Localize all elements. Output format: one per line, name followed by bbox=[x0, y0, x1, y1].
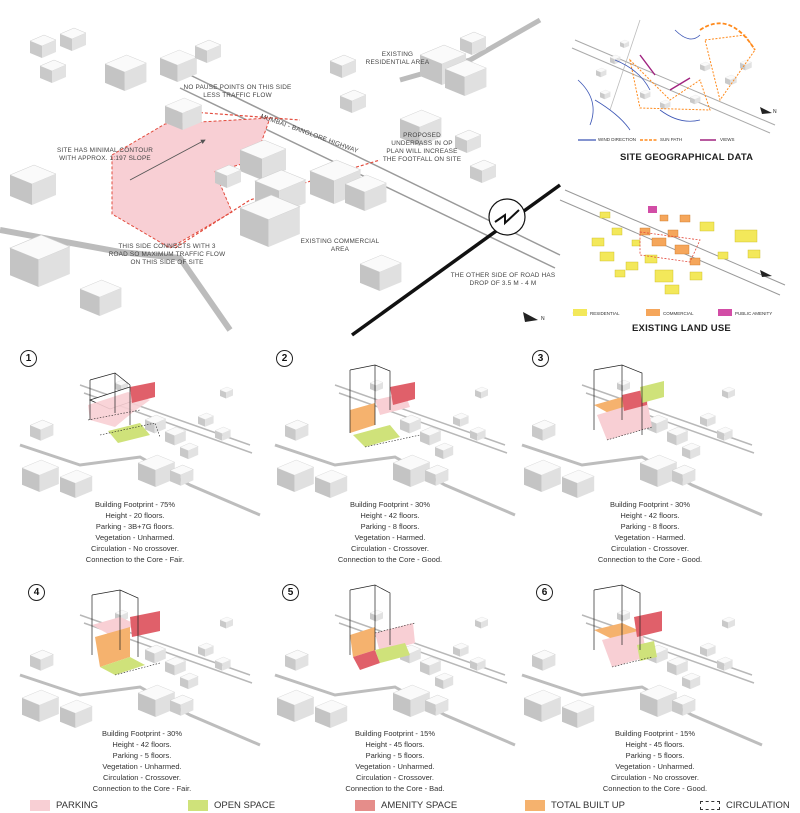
geo-legend-views: VIEWS bbox=[720, 137, 735, 142]
stat-footprint: Building Footprint - 15% bbox=[614, 729, 696, 738]
geo-legend-sun: SUN PATH bbox=[660, 137, 683, 142]
stat-parking: Parking - 8 floors. bbox=[620, 522, 680, 531]
geo-diagram bbox=[571, 19, 776, 141]
stat-circulation: Circulation - Crossover. bbox=[103, 773, 181, 782]
stat-height: Height - 20 floors. bbox=[105, 511, 165, 520]
geo-legend-wind: WIND DIRECTION bbox=[598, 137, 636, 142]
stat-circulation: Circulation - Crossover. bbox=[611, 544, 689, 553]
legend-amenity: AMENITY SPACE bbox=[355, 798, 457, 812]
north-arrow-icon bbox=[523, 312, 538, 322]
stat-parking: Parking - 8 floors. bbox=[360, 522, 420, 531]
stat-parking: Parking - 5 floors. bbox=[112, 751, 172, 760]
stat-footprint: Building Footprint - 75% bbox=[94, 500, 176, 509]
note-road-drop: THE OTHER SIDE OF ROAD HAS DROP OF 3.5 M… bbox=[450, 272, 556, 287]
stat-height: Height - 45 floors. bbox=[365, 740, 425, 749]
option-5-diagram bbox=[275, 584, 515, 745]
legend-built-up-label: TOTAL BUILT UP bbox=[551, 799, 625, 811]
option-1-diagram bbox=[20, 372, 260, 515]
option-3-diagram bbox=[522, 364, 762, 515]
circulation-swatch bbox=[700, 800, 720, 810]
stat-vegetation: Vegetation - Unharmed. bbox=[102, 762, 182, 771]
geo-title: SITE GEOGRAPHICAL DATA bbox=[620, 152, 754, 163]
stat-vegetation: Vegetation - Unharmed. bbox=[615, 762, 695, 771]
built-up-swatch bbox=[525, 799, 545, 811]
option-2-stats: Building Footprint - 30% Height - 42 flo… bbox=[290, 499, 490, 565]
legend-circulation-label: CIRCULATION bbox=[726, 799, 790, 811]
legend-parking-label: PARKING bbox=[56, 799, 99, 811]
stat-core: Connection to the Core - Bad. bbox=[345, 784, 445, 793]
option-3-number: 3 bbox=[532, 350, 549, 367]
landuse-title: EXISTING LAND USE bbox=[632, 323, 731, 334]
note-underpass: PROPOSED UNDERPASS IN OP PLAN WILL INCRE… bbox=[382, 132, 462, 163]
legend-parking: PARKING bbox=[30, 798, 98, 812]
stat-core: Connection to the Core - Fair. bbox=[92, 784, 192, 793]
stat-core: Connection to the Core - Good. bbox=[337, 555, 443, 564]
stat-circulation: Circulation - No crossover. bbox=[91, 544, 179, 553]
stat-height: Height - 42 floors. bbox=[360, 511, 420, 520]
option-3-stats: Building Footprint - 30% Height - 42 flo… bbox=[550, 499, 750, 565]
stat-parking: Parking - 5 floors. bbox=[625, 751, 685, 760]
legend-built-up: TOTAL BUILT UP bbox=[525, 798, 625, 812]
landuse-legend-residential: RESIDENTIAL bbox=[590, 311, 620, 316]
option-1-number: 1 bbox=[20, 350, 37, 367]
legend-circulation: CIRCULATION bbox=[700, 798, 790, 812]
note-contour: SITE HAS MINIMAL CONTOUR WITH APPROX. 1:… bbox=[56, 147, 154, 162]
stat-core: Connection to the Core - Good. bbox=[602, 784, 708, 793]
note-residential: EXISTING RESIDENTIAL AREA bbox=[365, 51, 430, 66]
amenity-swatch bbox=[355, 799, 375, 811]
north-label: N bbox=[541, 316, 545, 322]
option-5-number: 5 bbox=[282, 584, 299, 601]
stat-circulation: Circulation - No crossover. bbox=[611, 773, 699, 782]
option-6-diagram bbox=[522, 584, 762, 745]
road-drop-marker bbox=[350, 183, 562, 337]
stat-height: Height - 42 floors. bbox=[620, 511, 680, 520]
stat-circulation: Circulation - Crossover. bbox=[351, 544, 429, 553]
landuse-legend-commercial: COMMERCIAL bbox=[663, 311, 694, 316]
stat-footprint: Building Footprint - 15% bbox=[354, 729, 436, 738]
stat-height: Height - 45 floors. bbox=[625, 740, 685, 749]
legend-amenity-label: AMENITY SPACE bbox=[381, 799, 458, 811]
stat-footprint: Building Footprint - 30% bbox=[609, 500, 691, 509]
option-2-diagram bbox=[275, 364, 515, 515]
stat-parking: Parking - 3B+7G floors. bbox=[95, 522, 175, 531]
open-space-swatch bbox=[188, 799, 208, 811]
option-6-stats: Building Footprint - 15% Height - 45 flo… bbox=[555, 728, 755, 794]
note-no-pause: NO PAUSE POINTS ON THIS SIDE LESS TRAFFI… bbox=[183, 84, 292, 99]
stat-vegetation: Vegetation - Harmed. bbox=[614, 533, 686, 542]
option-2-number: 2 bbox=[276, 350, 293, 367]
stat-core: Connection to the Core - Fair. bbox=[85, 555, 185, 564]
stat-circulation: Circulation - Crossover. bbox=[356, 773, 434, 782]
stat-core: Connection to the Core - Good. bbox=[597, 555, 703, 564]
landuse-legend-public: PUBLIC AMENITY bbox=[735, 311, 773, 316]
stat-footprint: Building Footprint - 30% bbox=[349, 500, 431, 509]
option-4-number: 4 bbox=[28, 584, 45, 601]
option-5-stats: Building Footprint - 15% Height - 45 flo… bbox=[295, 728, 495, 794]
stat-vegetation: Vegetation - Unharmed. bbox=[95, 533, 175, 542]
geo-north-label: N bbox=[773, 109, 777, 115]
option-4-diagram bbox=[20, 589, 260, 745]
stat-height: Height - 42 floors. bbox=[112, 740, 172, 749]
option-6-number: 6 bbox=[536, 584, 553, 601]
stat-footprint: Building Footprint - 30% bbox=[101, 729, 183, 738]
stat-vegetation: Vegetation - Unharmed. bbox=[355, 762, 435, 771]
land-use-diagram bbox=[559, 189, 786, 316]
parking-swatch bbox=[30, 799, 50, 811]
legend-open-space-label: OPEN SPACE bbox=[214, 799, 276, 811]
option-1-stats: Building Footprint - 75% Height - 20 flo… bbox=[35, 499, 235, 565]
legend-open-space: OPEN SPACE bbox=[188, 798, 275, 812]
option-4-stats: Building Footprint - 30% Height - 42 flo… bbox=[42, 728, 242, 794]
stat-vegetation: Vegetation - Harmed. bbox=[354, 533, 426, 542]
note-commercial: EXISTING COMMERCIAL AREA bbox=[300, 238, 380, 253]
site-plan bbox=[0, 17, 561, 332]
note-road-connect: THIS SIDE CONNECTS WITH 3 ROAD SO MAXIMU… bbox=[108, 243, 226, 266]
stat-parking: Parking - 5 floors. bbox=[365, 751, 425, 760]
